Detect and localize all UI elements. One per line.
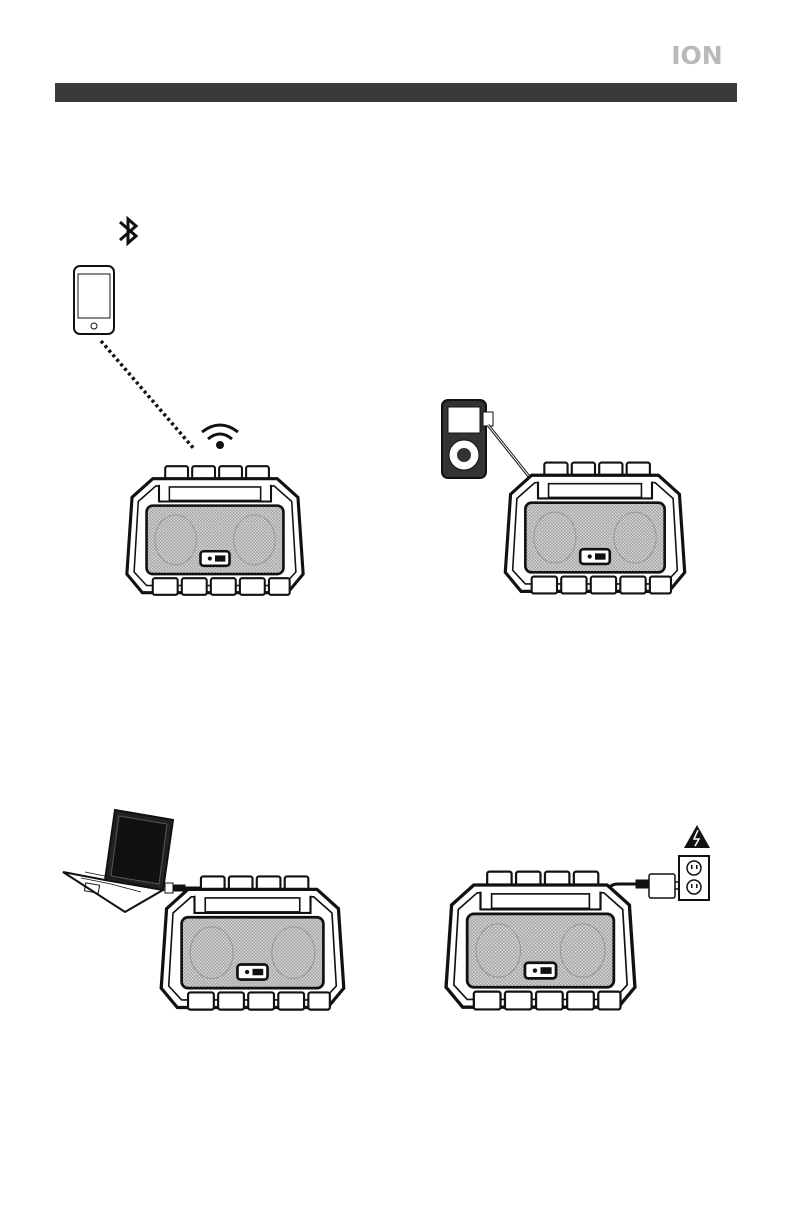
speaker-icon	[505, 463, 684, 594]
section-header-bar	[55, 83, 737, 102]
power-adapter-icon	[649, 874, 680, 898]
speaker-icon	[161, 876, 344, 1009]
wifi-icon	[202, 425, 238, 448]
media-player-icon	[442, 400, 486, 478]
laptop-icon	[63, 810, 173, 912]
ion-logo: ION	[654, 42, 740, 68]
logo-text: ION	[671, 42, 722, 68]
speaker-icon	[127, 466, 303, 595]
aux-connection-figure	[430, 395, 710, 600]
smartphone-icon	[74, 266, 114, 334]
bluetooth-icon	[106, 210, 144, 256]
wireless-link-line	[101, 341, 195, 450]
speaker-icon	[446, 872, 635, 1010]
bluetooth-connection-figure	[60, 210, 320, 600]
wall-outlet-icon	[679, 856, 709, 900]
warning-icon	[684, 825, 710, 848]
ac-power-connection-figure	[438, 820, 728, 1015]
usb-charging-connection-figure	[55, 800, 365, 1015]
